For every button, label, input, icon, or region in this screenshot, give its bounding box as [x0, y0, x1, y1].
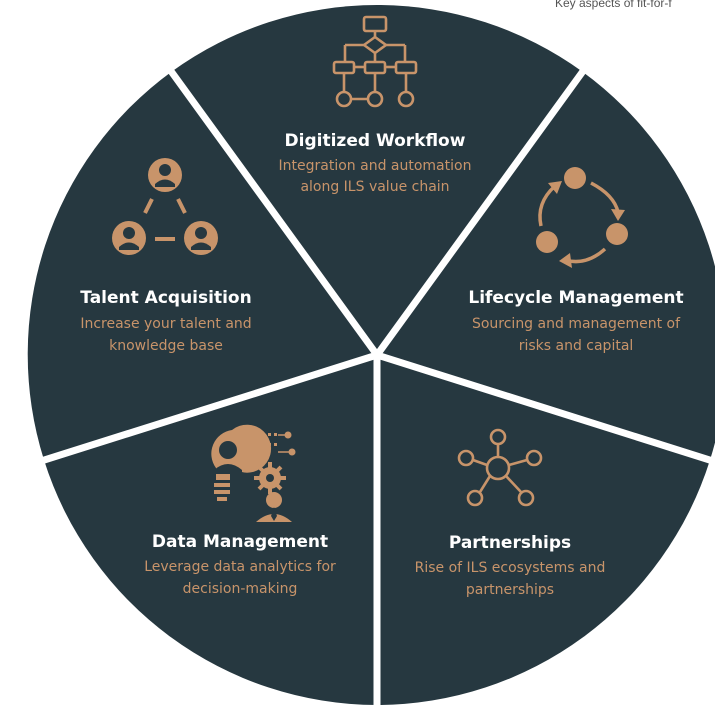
- digitized-workflow-title: Digitized Workflow: [285, 131, 466, 151]
- data-management-title: Data Management: [152, 532, 328, 552]
- segment-partnerships[interactable]: [377, 355, 710, 705]
- segment-lifecycle-management[interactable]: [377, 71, 715, 460]
- partnerships-title: Partnerships: [449, 533, 571, 553]
- talent-acquisition-desc-line2: knowledge base: [109, 338, 223, 354]
- figure-caption: Key aspects of fit-for-f: [555, 0, 672, 10]
- talent-acquisition-desc-line1: Increase your talent and: [80, 316, 251, 332]
- segment-dividers: [36, 64, 715, 706]
- digitized-workflow-desc-line1: Integration and automation: [279, 158, 472, 174]
- lifecycle-management-title: Lifecycle Management: [468, 288, 683, 308]
- lifecycle-management-desc-line1: Sourcing and management of: [472, 316, 681, 332]
- team-icon: [112, 158, 218, 255]
- cycle-arrows-icon: [536, 167, 628, 268]
- talent-acquisition-title: Talent Acquisition: [80, 288, 251, 308]
- segment-talent-acquisition[interactable]: [27, 71, 377, 460]
- data-management-desc-line1: Leverage data analytics for: [144, 559, 336, 575]
- wheel-segments: [27, 5, 715, 705]
- data-management-desc-line2: decision-making: [183, 581, 298, 597]
- partnerships-desc-line1: Rise of ILS ecosystems and: [415, 560, 606, 576]
- data-analytics-icon: [211, 424, 296, 522]
- segment-labels: Digitized Workflow Integration and autom…: [80, 131, 683, 598]
- network-icon: [457, 428, 543, 507]
- flowchart-icon: [332, 15, 418, 108]
- segment-digitized-workflow[interactable]: [171, 5, 583, 356]
- partnerships-desc-line2: partnerships: [466, 582, 554, 598]
- segment-data-management[interactable]: [44, 355, 377, 705]
- lifecycle-management-desc-line2: risks and capital: [519, 338, 634, 354]
- digitized-workflow-desc-line2: along ILS value chain: [300, 179, 449, 195]
